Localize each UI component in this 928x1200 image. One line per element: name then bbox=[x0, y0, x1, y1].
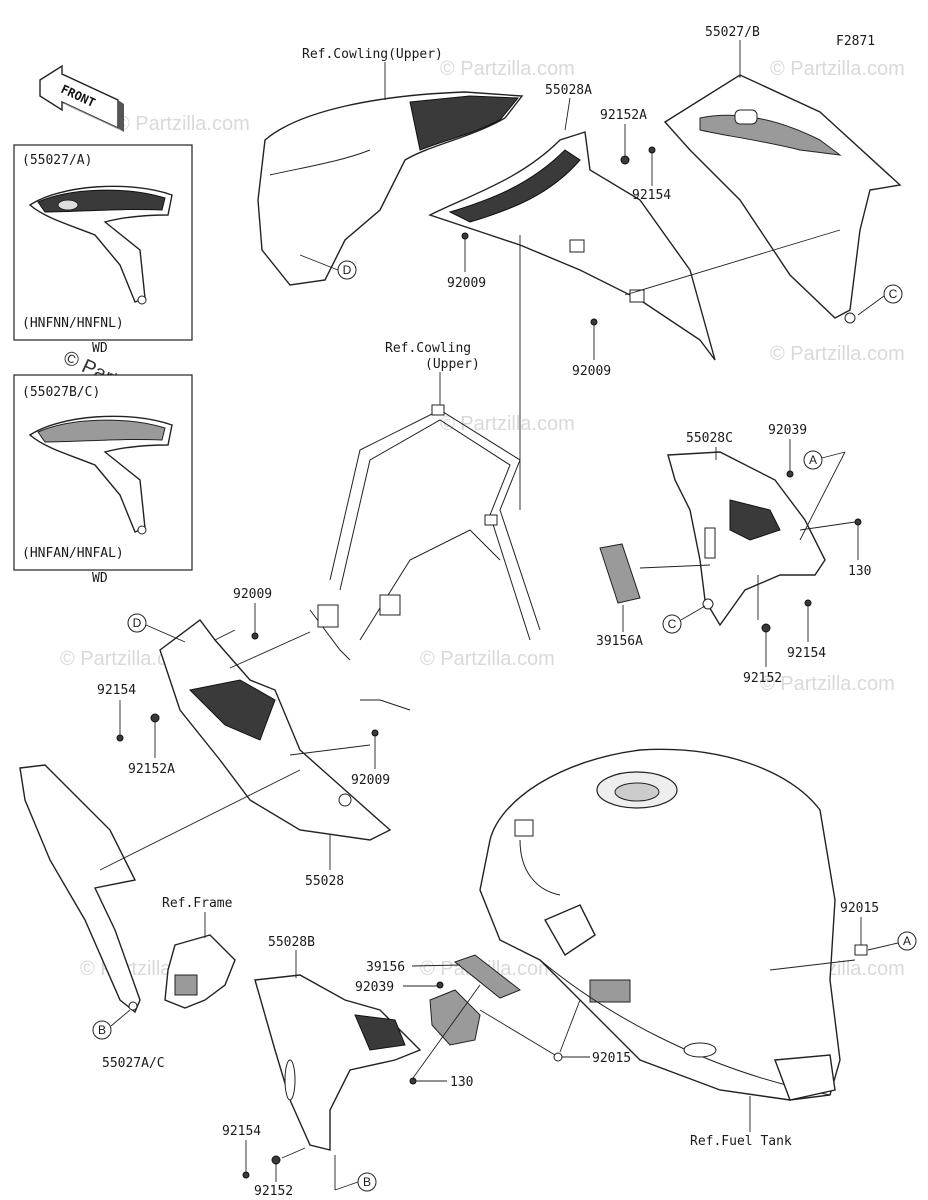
bracket-55028c-part bbox=[667, 451, 826, 627]
inset-panel-a: (55027/A) (HNFNN/HNFNL) bbox=[13, 144, 193, 341]
part-92152-r-label: 92152 bbox=[743, 671, 782, 686]
callout-c: C bbox=[889, 287, 898, 301]
part-92154-l-label: 92154 bbox=[97, 683, 136, 698]
part-92009-c-label: 92009 bbox=[233, 587, 272, 602]
inset-a-code: (55027/A) bbox=[22, 153, 92, 168]
part-55028a-label: 55028A bbox=[545, 83, 592, 98]
callout-c-2: C bbox=[668, 617, 677, 631]
ref-fuel-tank-label: Ref.Fuel Tank bbox=[690, 1134, 792, 1149]
part-92009-b-label: 92009 bbox=[572, 364, 611, 379]
inset-b-code: (55027B/C) bbox=[22, 385, 100, 400]
part-55027b-label: 55027/B bbox=[705, 25, 760, 40]
side-cover-55027ac-part bbox=[19, 764, 141, 1014]
watermark: © Partzilla.com bbox=[440, 413, 575, 435]
ref-cowling-upper-label-3: (Upper) bbox=[425, 357, 480, 372]
callout-b: B bbox=[98, 1023, 106, 1037]
inset-a-variant: (HNFNN/HNFNL) bbox=[22, 316, 124, 331]
frame-bracket-part bbox=[164, 934, 236, 1009]
watermark: © Partzilla.com bbox=[760, 673, 895, 695]
part-92152-b-label: 92152 bbox=[254, 1184, 293, 1199]
bracket-55028b-part bbox=[254, 974, 422, 1151]
callout-a: A bbox=[809, 453, 817, 467]
part-130-r-label: 130 bbox=[848, 564, 871, 579]
inset-panel-b: (55027B/C) (HNFAN/HNFAL) bbox=[13, 374, 193, 571]
watermark: © Partzilla.com bbox=[115, 113, 250, 135]
inset-b-variant: (HNFAN/HNFAL) bbox=[22, 546, 124, 561]
part-39156-label: 39156 bbox=[366, 960, 405, 975]
fuel-tank-part bbox=[479, 748, 841, 1101]
inset-b-wd: WD bbox=[92, 571, 108, 586]
part-55027ac-label: 55027A/C bbox=[102, 1056, 165, 1071]
callout-d-2: D bbox=[133, 616, 142, 630]
part-92154-b-label: 92154 bbox=[222, 1124, 261, 1139]
part-92039-b-label: 92039 bbox=[355, 980, 394, 995]
part-39156a-label: 39156A bbox=[596, 634, 643, 649]
part-92154-r-label: 92154 bbox=[787, 646, 826, 661]
watermark: © Partzilla.com bbox=[440, 58, 575, 80]
part-92152a-l-label: 92152A bbox=[128, 762, 175, 777]
watermark: © Partzilla.com bbox=[770, 343, 905, 365]
part-92154-top-label: 92154 bbox=[632, 188, 671, 203]
part-92015-b-label: 92015 bbox=[592, 1051, 631, 1066]
front-arrow-icon: FRONT bbox=[39, 64, 124, 132]
part-130-b-label: 130 bbox=[450, 1075, 473, 1090]
part-92015-r-label: 92015 bbox=[840, 901, 879, 916]
part-55028b-label: 55028B bbox=[268, 935, 315, 950]
frame-part bbox=[309, 404, 541, 711]
part-55028c-label: 55028C bbox=[686, 431, 733, 446]
ref-frame-label: Ref.Frame bbox=[162, 896, 233, 911]
inset-a-wd: WD bbox=[92, 341, 108, 356]
upper-cowling-part bbox=[257, 91, 524, 286]
callout-b-2: B bbox=[363, 1175, 371, 1189]
bracket-55028-part bbox=[159, 619, 392, 841]
part-92152a-top-label: 92152A bbox=[600, 108, 647, 123]
bracket-55028a-part bbox=[428, 131, 716, 361]
bracket-130-part bbox=[429, 989, 481, 1046]
ref-cowling-upper-label: Ref.Cowling(Upper) bbox=[302, 47, 443, 62]
ref-cowling-upper-label-2: Ref.Cowling bbox=[385, 341, 471, 356]
watermark: © Partzilla.com bbox=[420, 648, 555, 670]
part-92009-d-label: 92009 bbox=[351, 773, 390, 788]
figure-code: F2871 bbox=[836, 34, 875, 49]
part-92039-r-label: 92039 bbox=[768, 423, 807, 438]
pad-39156a-part bbox=[599, 543, 641, 604]
watermark: © Partzilla.com bbox=[770, 58, 905, 80]
callout-a-2: A bbox=[903, 934, 911, 948]
side-cover-55027b-part bbox=[663, 74, 902, 324]
part-92009-a-label: 92009 bbox=[447, 276, 486, 291]
callout-d: D bbox=[343, 263, 352, 277]
pad-39156-part bbox=[453, 954, 521, 999]
part-55028-label: 55028 bbox=[305, 874, 344, 889]
